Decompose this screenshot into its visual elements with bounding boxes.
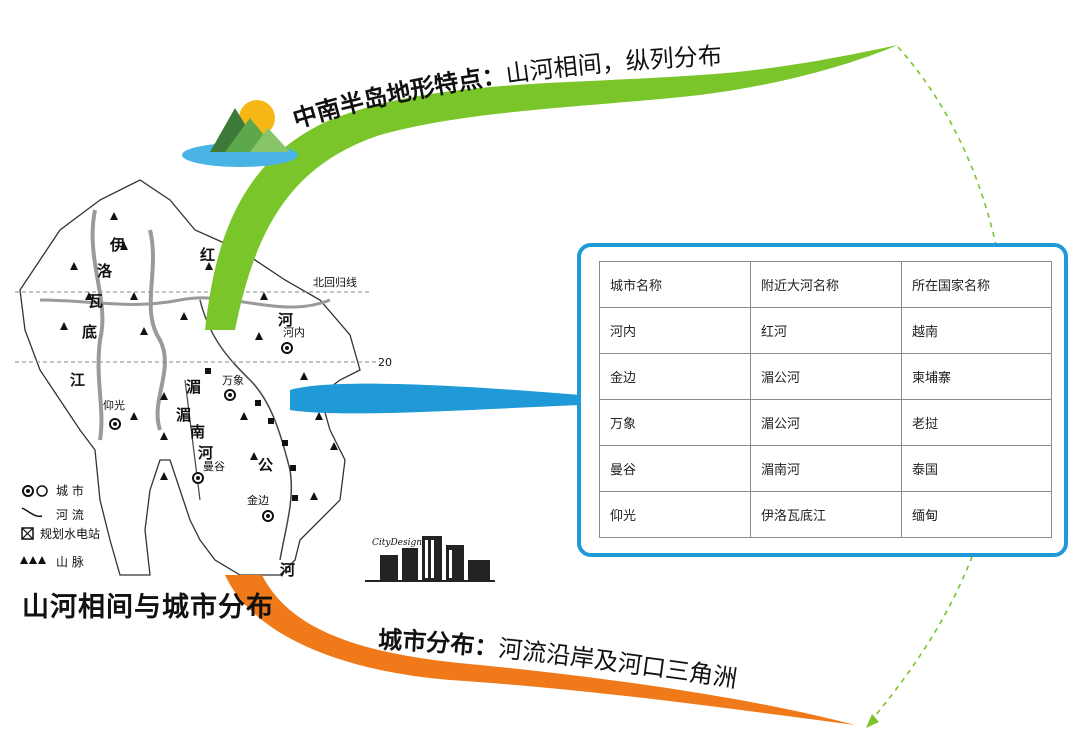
table-cell: 万象: [599, 399, 751, 446]
map-label-mei2: 湄: [176, 406, 191, 424]
map-label-gong: 公: [258, 456, 273, 474]
green-branch: [205, 45, 898, 330]
table-row: 仰光 伊洛瓦底江 缅甸: [599, 491, 1052, 538]
city-label-hanoi: 河内: [283, 325, 305, 339]
table-cell: 柬埔寨: [901, 353, 1052, 400]
map-label-wa: 瓦: [88, 292, 103, 310]
mountain-sun-icon: [182, 100, 298, 167]
river-symbol-icon: [21, 507, 43, 518]
table-header-cell: 附近大河名称: [750, 261, 902, 308]
dashed-arrowhead-icon: [866, 714, 879, 728]
table-cell: 越南: [901, 307, 1052, 354]
table-header-cell: 城市名称: [599, 261, 751, 308]
latitude-label: 20: [378, 356, 392, 369]
table-cell: 河内: [599, 307, 751, 354]
table-row: 曼谷 湄南河 泰国: [599, 445, 1052, 492]
city-label-yangon: 仰光: [103, 398, 125, 412]
river-mekong: [199, 299, 293, 561]
border-line: [39, 296, 331, 309]
map-label-mei1: 湄: [186, 378, 201, 396]
city-buildings-icon: [365, 536, 495, 582]
table-header-cell: 所在国家名称: [901, 261, 1052, 308]
table-cell: 湄南河: [750, 445, 902, 492]
legend-city-label: 城 市: [56, 483, 84, 498]
city-label-phnompenh: 金边: [247, 493, 269, 507]
table-cell: 湄公河: [750, 353, 902, 400]
hydropower-stations: [205, 368, 298, 501]
city-table-card: 城市名称 附近大河名称 所在国家名称 河内 红河 越南 金边 湄公河 柬埔寨 万…: [577, 243, 1068, 557]
city-label-vientiane: 万象: [222, 374, 244, 387]
table-row: 河内 红河 越南: [599, 307, 1052, 354]
table-cell: 泰国: [901, 445, 1052, 492]
river-salween: [148, 229, 167, 431]
map-label-he-nan: 河: [198, 444, 213, 462]
table-cell: 金边: [599, 353, 751, 400]
dashed-connector: [869, 46, 1010, 723]
main-title: 山河相间与城市分布: [22, 592, 274, 623]
legend-mountain-label: 山 脉: [56, 554, 84, 569]
table-cell: 湄公河: [750, 399, 902, 446]
map-label-yi: 伊: [109, 236, 125, 254]
city-design-label: CityDesign: [372, 538, 422, 548]
map-label-di: 底: [82, 323, 97, 341]
map-label-nan: 南: [190, 423, 205, 441]
table-row: 万象 湄公河 老挝: [599, 399, 1052, 446]
table-row: 金边 湄公河 柬埔寨: [599, 353, 1052, 400]
map-label-hong: 红: [200, 246, 215, 264]
table-cell: 伊洛瓦底江: [750, 491, 902, 538]
table-header-row: 城市名称 附近大河名称 所在国家名称: [599, 261, 1052, 308]
table-cell: 曼谷: [599, 445, 751, 492]
legend-hydro-label: 规划水电站: [40, 526, 100, 541]
map-label-he-mekong: 河: [280, 561, 295, 579]
mountain-symbol-icon: [20, 556, 46, 564]
map-label-he-hong: 河: [278, 311, 293, 329]
map-label-jiang: 江: [70, 371, 85, 389]
river-irrawaddy: [90, 209, 105, 441]
table-cell: 红河: [750, 307, 902, 354]
hydropower-symbol-icon: [21, 527, 34, 540]
indochina-map: 伊 洛 瓦 底 江 红 河 湄 湄 南 河 公 河 河内 万象 仰光 曼谷 金边…: [15, 179, 392, 579]
tropic-label: 北回归线: [313, 275, 357, 289]
map-legend: 城 市 河 流 规划水电站 山 脉: [20, 483, 100, 569]
city-symbol-icon: [22, 485, 34, 497]
city-river-table: 城市名称 附近大河名称 所在国家名称 河内 红河 越南 金边 湄公河 柬埔寨 万…: [599, 261, 1052, 538]
legend-river-label: 河 流: [56, 508, 84, 522]
river-chao-phraya: [184, 379, 201, 501]
table-cell: 老挝: [901, 399, 1052, 446]
blue-connector: [290, 383, 580, 414]
map-label-luo: 洛: [97, 262, 113, 280]
map-land: [19, 179, 361, 576]
table-cell: 缅甸: [901, 491, 1052, 538]
table-cell: 仰光: [599, 491, 751, 538]
orange-branch: [225, 575, 855, 725]
city-label-bangkok: 曼谷: [203, 460, 225, 473]
